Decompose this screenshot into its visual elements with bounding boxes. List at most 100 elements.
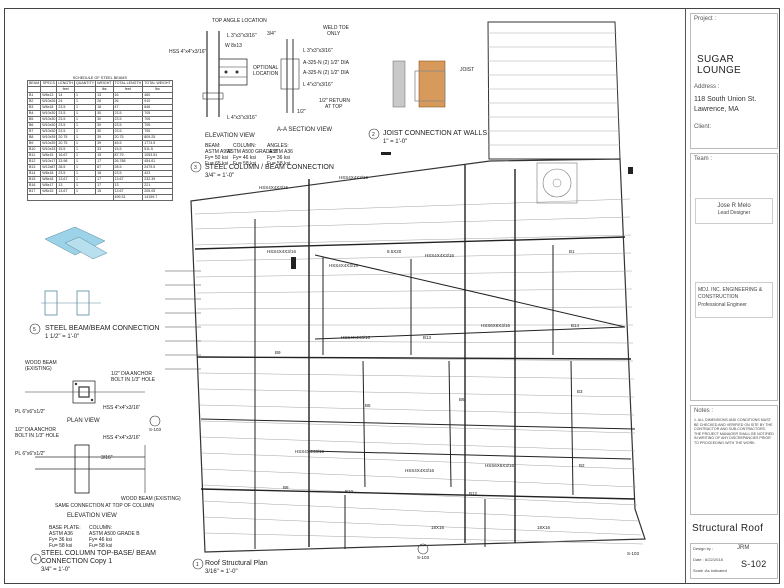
detail-1-number: 1 — [196, 562, 199, 568]
plan-label-b1: B1 — [569, 249, 575, 254]
designer-role: Lead Designer — [717, 209, 751, 216]
schedule-header: BEAM — [26, 80, 42, 87]
sheet-title: Structural Roof — [692, 523, 764, 534]
client-label: Client: — [694, 124, 712, 130]
half-label: 1/2" — [297, 109, 306, 115]
spec-col-astm: ASTM A500 GRADE B — [227, 149, 278, 155]
steel-beam-schedule: SCHEDULE OF STEEL BEAMS BEAM SPECS LENGT… — [26, 76, 173, 201]
project-section: Project : SUGAR LOUNGE Address : 118 Sou… — [690, 13, 778, 149]
plan-label-b6: B6 — [459, 397, 465, 402]
section-view-label: A-A SECTION VIEW — [277, 127, 332, 133]
plan-tag-2: S-103 — [627, 551, 640, 556]
return-label: 1/2" RETURN — [319, 98, 350, 104]
detail-3-scale: 3/4" = 1'-0" — [205, 173, 234, 179]
detail-4-number: 4 — [34, 557, 37, 563]
plan-label-b10: B10 — [345, 489, 354, 494]
firm-line-1: MDJ. INC. ENGINEERING & — [698, 287, 763, 293]
notes-section: Notes : 1. ALL DIMENSIONS AND CONDITIONS… — [690, 405, 778, 515]
weld-label: WELD TOE — [323, 25, 350, 31]
plan-label-b8: B8 — [283, 485, 289, 490]
wood-beam-existing-label: WOOD BEAM (EXISTING) — [121, 496, 181, 502]
detail-3-marker — [190, 161, 202, 173]
plan-tag-1: S-103 — [417, 555, 430, 560]
base-astm: ASTM A36 — [49, 531, 73, 537]
plan-label-hss5: HSS4X4X3/16 — [425, 253, 455, 258]
detail-1-marker — [192, 558, 204, 570]
notes-text: 1. ALL DIMENSIONS AND CONDITIONS MUST BE… — [694, 418, 774, 445]
detail-4-marker — [30, 553, 42, 565]
detail-5-beam-beam-connection: 5 STEEL BEAM/BEAM CONNECTION 1 1/2" = 1'… — [29, 226, 159, 340]
plan-label-hss6: HSS6X6X3/16 — [481, 323, 511, 328]
title-block: Project : SUGAR LOUNGE Address : 118 Sou… — [685, 9, 782, 583]
plan-label-b14: B14 — [571, 323, 580, 328]
schedule-total-spacer — [27, 194, 114, 201]
anchor-label-1b: BOLT IN 1/3" HOLE — [111, 377, 156, 383]
top-angle-label: TOP ANGLE LOCATION — [212, 18, 267, 24]
fu-ang: Fu= 58 ksi — [267, 161, 290, 167]
roof-plan: HSS4X4X3/16 HSS4X4X3/16 HSS4X4X3/16 HSS4… — [165, 21, 646, 575]
column-label: COLUMN: — [89, 525, 112, 531]
optional-label: OPTIONAL — [253, 65, 279, 71]
detail-1-scale: 3/16" = 1'-0" — [205, 569, 238, 575]
address-line-2: Lawrence, MA — [694, 106, 739, 113]
detail-1-title: Roof Structural Plan — [205, 560, 268, 567]
plan-label-b13: B13 — [423, 335, 432, 340]
schedule-cell: W10x30 — [40, 128, 58, 135]
anchor-label-2b: BOLT IN 1/3" HOLE — [15, 433, 60, 439]
designer-card: Jose R Melo Lead Designer — [695, 198, 773, 224]
w8-label: W 8x13 — [225, 43, 242, 49]
schedule-header: LENGTH — [56, 80, 75, 87]
existing-label: (EXISTING) — [25, 366, 52, 372]
elevation-view-label-4: ELEVATION VIEW — [67, 513, 117, 519]
detail-4-column-base-connection: WOOD BEAM (EXISTING) 1/2" DIA ANCHOR BOL… — [15, 360, 181, 573]
detail-4-scale: 3/4" = 1'-0" — [41, 567, 70, 573]
schedule-cell: W10x30 — [40, 122, 58, 129]
detail-2-scale: 1" = 1'-0" — [383, 139, 407, 145]
sheet-title-section: Structural Roof — [690, 519, 778, 541]
plan-label-b2: B2 — [579, 463, 585, 468]
schedule-cell: W10x39 — [40, 134, 58, 141]
schedule-cell: W10x17 — [40, 158, 58, 165]
detail-2-marker — [368, 128, 380, 140]
plan-label-b5: B5 — [365, 403, 371, 408]
plan-label-hss10: HSS6X6X3/16 — [485, 463, 515, 468]
project-name: SUGAR LOUNGE — [697, 54, 742, 76]
designer-name: Jose R Melo — [717, 203, 751, 209]
project-label: Project : — [694, 16, 717, 22]
spec-beam: BEAM: — [205, 143, 221, 149]
firm-card: MDJ. INC. ENGINEERING & CONSTRUCTION Pro… — [695, 282, 773, 318]
spec-beam-astm: ASTM A992 — [205, 149, 232, 155]
address-label: Address : — [694, 84, 720, 90]
team-label: Team : — [694, 156, 713, 162]
detail-3-title: STEEL COLUMN / BEAM CONNECTION — [205, 164, 334, 171]
plan-label-j2: 18X16 — [537, 525, 551, 530]
plate-label-1: PL 6"x6"x1/2" — [15, 409, 45, 415]
column-fy: Fy= 46 ksi — [89, 537, 112, 543]
anchor-label-2: 1/2" DIA ANCHOR — [15, 427, 56, 433]
hss-label: HSS 4"x4"x3/16" — [169, 49, 207, 55]
schedule-cell: W10x30 — [40, 116, 58, 123]
fu-beam: Fu= 65 ksi — [205, 161, 228, 167]
team-section: Team : Jose R Melo Lead Designer MDJ. IN… — [690, 153, 778, 401]
spec-angles: ANGLES: — [267, 143, 289, 149]
fy-col: Fy= 46 ksi — [233, 155, 256, 161]
spec-column: COLUMN: — [233, 143, 256, 149]
schedule-cell: W10x33 — [40, 146, 58, 153]
a325-label-1: A-325-N (2) 1/2" DIA — [303, 60, 350, 66]
hss-label-1: HSS 4"x4"x3/16" — [103, 405, 141, 411]
base-fu: Fu= 58 ksi — [49, 543, 72, 549]
drawing-area: TOP ANGLE LOCATION HSS 4"x4"x3/16" L 3"x… — [15, 18, 646, 575]
detail-5-marker — [29, 323, 41, 335]
plan-label-hss7: HSS4X4X3/16 — [341, 335, 371, 340]
plan-label-hss8: HSS4X4X3/16 — [295, 449, 325, 454]
fy-ang: Fy= 36 ksi — [267, 155, 290, 161]
address-line-1: 118 South Union St. — [694, 96, 757, 103]
date-label: Date : — [693, 557, 704, 562]
design-by-value: JRM — [737, 545, 750, 551]
